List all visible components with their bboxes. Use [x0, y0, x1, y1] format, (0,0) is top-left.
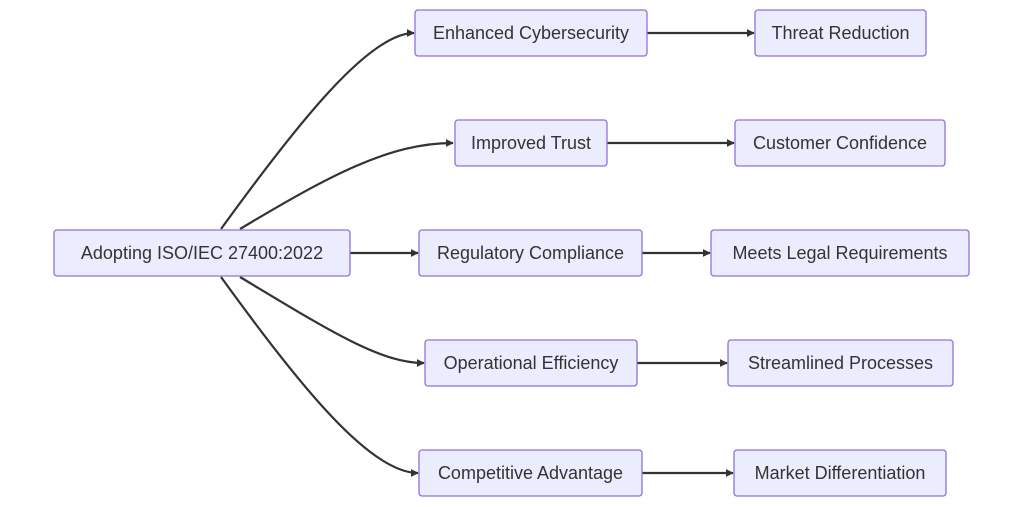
node-market-differentiation-label: Market Differentiation: [755, 463, 926, 483]
edge-root-to-operational-efficiency: [239, 276, 425, 367]
node-regulatory-compliance[interactable]: Regulatory Compliance: [418, 229, 643, 277]
node-competitive-advantage-label: Competitive Advantage: [438, 463, 623, 483]
edge-root-to-competitive-advantage: [220, 276, 419, 477]
node-meets-legal-requirements[interactable]: Meets Legal Requirements: [710, 229, 970, 277]
node-streamlined-processes-label: Streamlined Processes: [748, 353, 933, 373]
node-operational-efficiency[interactable]: Operational Efficiency: [424, 339, 638, 387]
node-competitive-advantage[interactable]: Competitive Advantage: [418, 449, 643, 497]
node-improved-trust-label: Improved Trust: [471, 133, 591, 153]
node-threat-reduction[interactable]: Threat Reduction: [754, 9, 927, 57]
node-root[interactable]: Adopting ISO/IEC 27400:2022: [53, 229, 351, 277]
node-enhanced-cybersecurity[interactable]: Enhanced Cybersecurity: [414, 9, 648, 57]
edge-root-to-enhanced-cybersecurity: [220, 29, 415, 230]
node-threat-reduction-label: Threat Reduction: [771, 23, 909, 43]
nodes: Adopting ISO/IEC 27400:2022 Enhanced Cyb…: [53, 9, 970, 497]
node-operational-efficiency-label: Operational Efficiency: [444, 353, 619, 373]
node-customer-confidence[interactable]: Customer Confidence: [734, 119, 946, 167]
node-streamlined-processes[interactable]: Streamlined Processes: [727, 339, 954, 387]
node-improved-trust[interactable]: Improved Trust: [454, 119, 608, 167]
node-market-differentiation[interactable]: Market Differentiation: [733, 449, 947, 497]
edge-root-to-improved-trust: [239, 139, 454, 230]
node-root-label: Adopting ISO/IEC 27400:2022: [81, 243, 323, 263]
node-regulatory-compliance-label: Regulatory Compliance: [437, 243, 624, 263]
node-enhanced-cybersecurity-label: Enhanced Cybersecurity: [433, 23, 629, 43]
edges: [220, 29, 755, 477]
node-customer-confidence-label: Customer Confidence: [753, 133, 927, 153]
node-meets-legal-requirements-label: Meets Legal Requirements: [732, 243, 947, 263]
